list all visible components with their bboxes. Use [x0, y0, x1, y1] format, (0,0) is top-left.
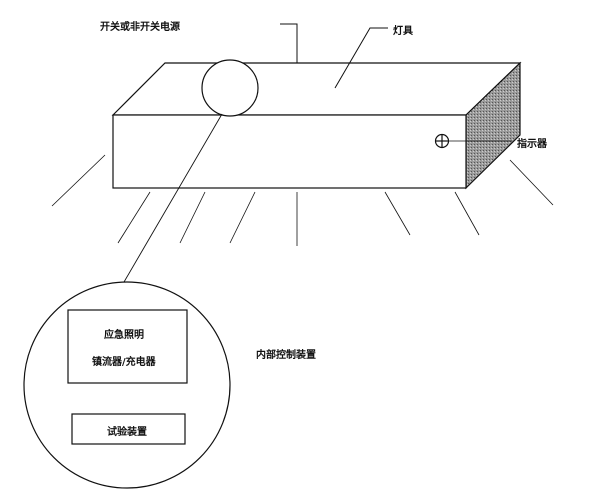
luminaire-leader [334, 27, 388, 89]
luminaire-top-face [111, 62, 522, 116]
luminaire-front-face [112, 114, 467, 189]
luminaire-label: 灯具 [393, 26, 413, 37]
detail-leader [123, 113, 223, 283]
ballast-charger-label: 镇流器/充电器 [92, 357, 156, 368]
light-rays [51, 154, 554, 246]
indicator-label: 指示器 [517, 139, 547, 150]
indicator-icon [434, 133, 450, 149]
test-device-label: 试验装置 [107, 427, 147, 438]
emergency-lighting-label: 应急照明 [104, 330, 144, 341]
power-supply-leader [280, 23, 298, 63]
emergency-ballast-box [67, 309, 188, 384]
test-device-box [71, 413, 186, 445]
internal-control-circle [23, 281, 231, 489]
power-supply-label: 开关或非开关电源 [100, 22, 180, 33]
internal-control-label: 内部控制装置 [256, 350, 316, 361]
lamp-circle [201, 59, 259, 117]
